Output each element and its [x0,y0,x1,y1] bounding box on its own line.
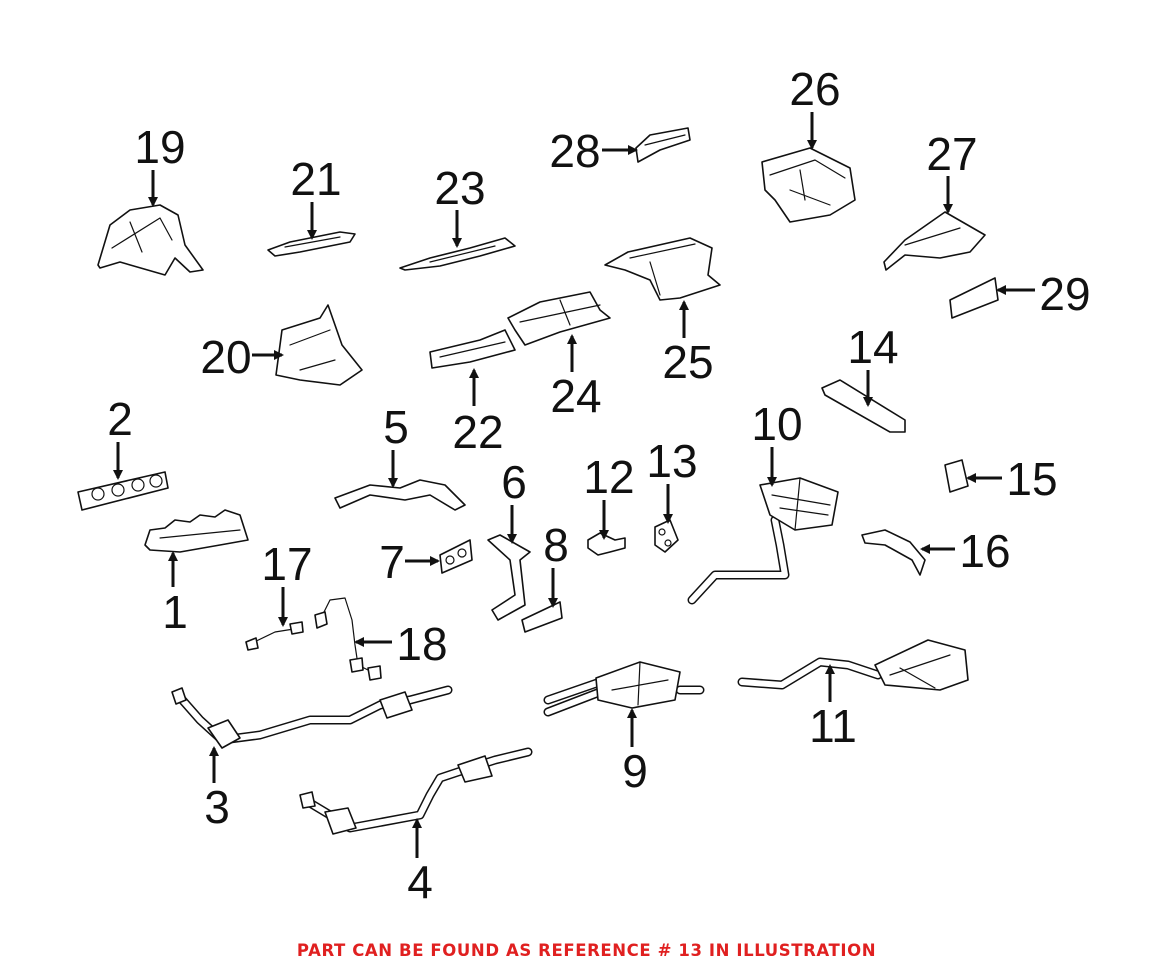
part-15-rubber-mount[interactable] [944,459,969,493]
part-28-heat-shield[interactable] [635,127,691,163]
callout-10: 10 [751,398,802,450]
part-23-heat-shield[interactable] [399,237,516,271]
part-27-heat-shield[interactable] [883,211,986,271]
part-6-bracket[interactable] [487,534,531,621]
part-17-oxygen-sensor[interactable] [245,621,304,651]
part-7-gasket[interactable] [439,539,473,574]
part-22-heat-shield[interactable] [429,329,516,369]
reference-note: PART CAN BE FOUND AS REFERENCE # 13 IN I… [296,941,877,960]
part-20-heat-shield[interactable] [275,304,363,386]
callout-2: 2 [107,393,133,445]
callout-22: 22 [452,406,503,458]
part-18-oxygen-sensor[interactable] [314,597,382,681]
part-11-rear-muffler[interactable] [737,639,969,691]
callout-19: 19 [134,121,185,173]
callout-3: 3 [204,781,230,833]
part-12-clamp[interactable] [587,532,626,556]
callout-13: 13 [646,435,697,487]
callout-20: 20 [200,331,251,383]
part-24-heat-shield[interactable] [507,291,611,346]
part-5-heat-shield[interactable] [334,479,466,511]
part-13-exhaust-hanger[interactable] [654,519,679,553]
callout-4: 4 [407,856,433,908]
callout-24: 24 [550,370,601,422]
callout-1: 1 [162,586,188,638]
callout-12: 12 [583,451,634,503]
part-19-heat-shield[interactable] [97,204,204,276]
part-26-heat-shield[interactable] [761,147,856,223]
callout-23: 23 [434,162,485,214]
part-2-gasket[interactable] [77,471,169,511]
part-9-center-muffler[interactable] [543,661,705,717]
part-25-heat-shield[interactable] [604,237,721,301]
callout-27: 27 [926,128,977,180]
part-4-catalytic-converter-pipe[interactable] [299,747,533,835]
callout-18: 18 [396,618,447,670]
part-14-bracket[interactable] [821,379,906,433]
part-3-catalytic-converter-pipe[interactable] [171,685,453,749]
part-1-exhaust-manifold[interactable] [144,509,249,553]
callout-11: 11 [809,700,857,752]
part-29-heat-shield[interactable] [949,277,999,319]
callout-25: 25 [662,336,713,388]
part-16-bracket[interactable] [861,529,926,576]
part-21-heat-shield[interactable] [267,231,356,257]
callout-17: 17 [261,538,312,590]
callout-7: 7 [379,536,405,588]
callout-14: 14 [847,321,898,373]
callout-16: 16 [959,525,1010,577]
callout-15: 15 [1006,453,1057,505]
part-8-gasket[interactable] [521,601,563,633]
part-10-muffler[interactable] [687,477,839,605]
callout-6: 6 [501,456,527,508]
callout-21: 21 [290,153,341,205]
callout-8: 8 [543,519,569,571]
callout-5: 5 [383,401,409,453]
callout-26: 26 [789,63,840,115]
callout-29: 29 [1039,268,1090,320]
callout-9: 9 [622,745,648,797]
callout-28: 28 [549,125,600,177]
